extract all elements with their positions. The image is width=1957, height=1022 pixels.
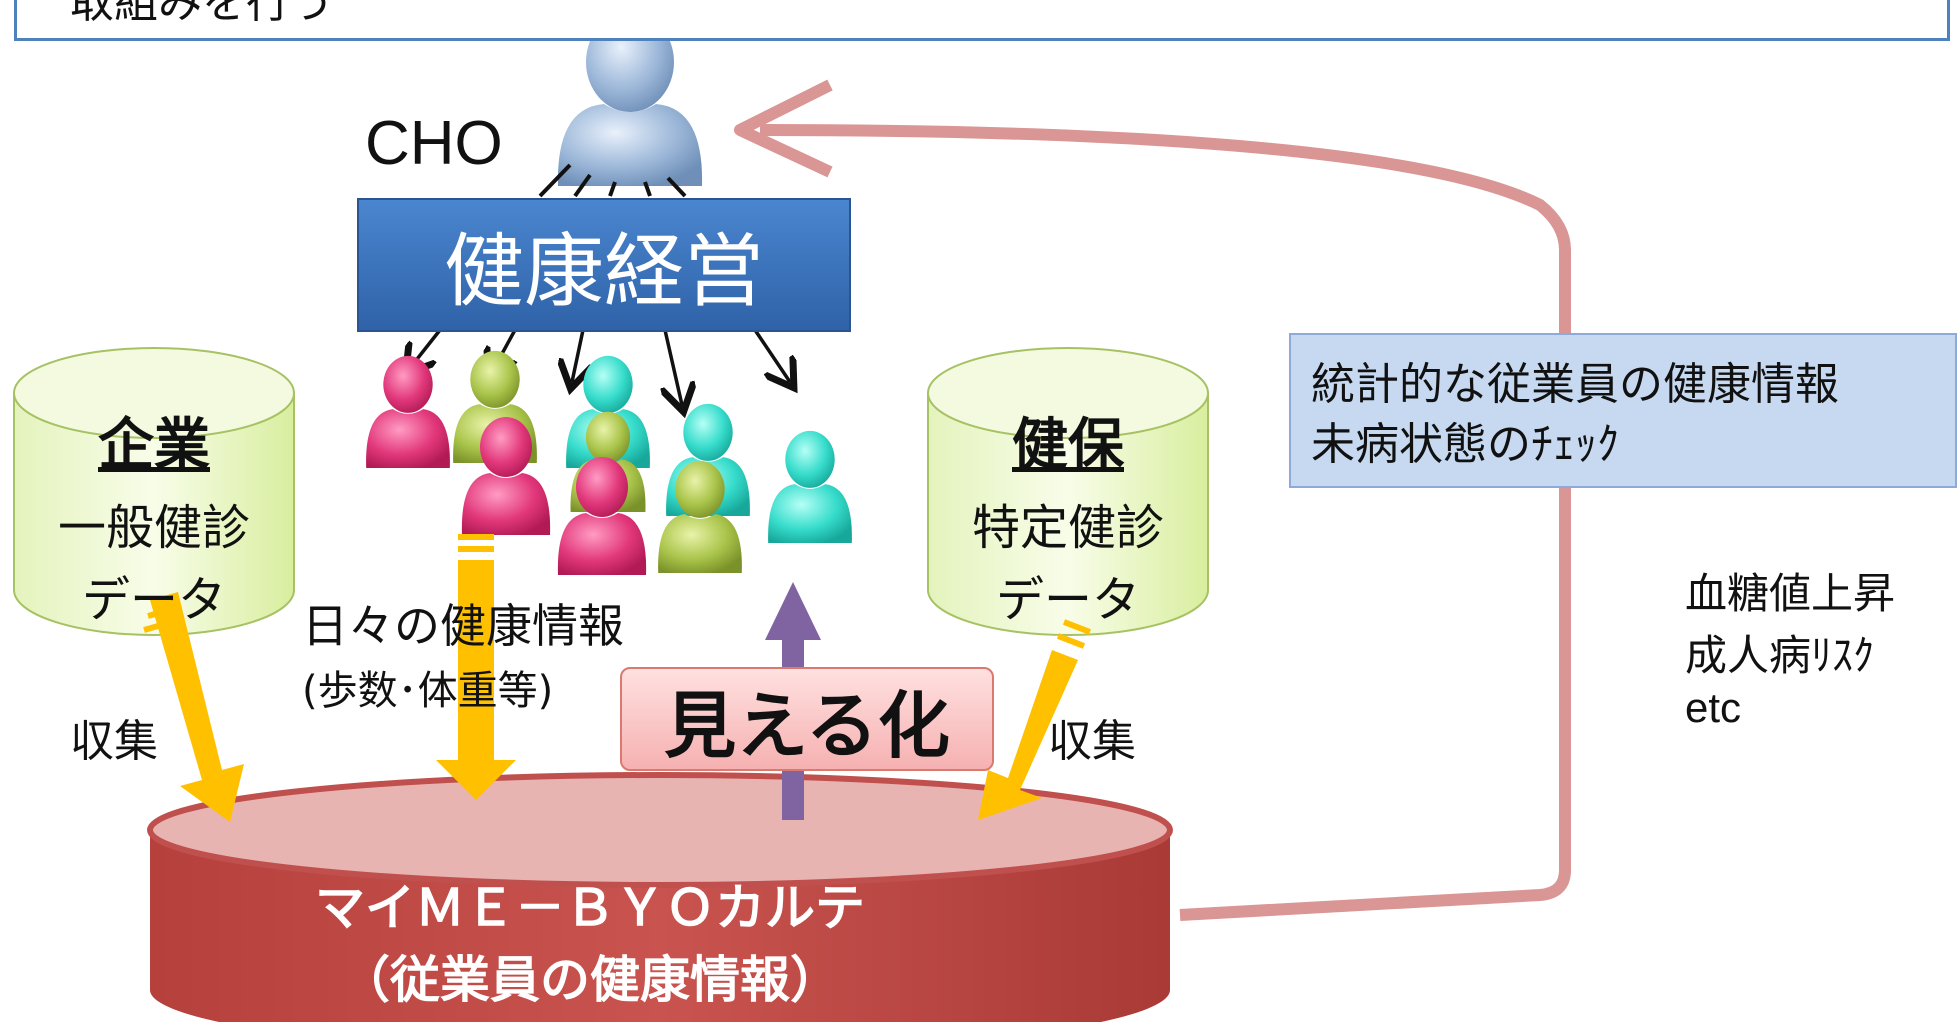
risk-item: 血糖値上昇 [1685,569,1896,618]
insurance-data-cylinder [927,347,1209,636]
cho-label: CHO [365,109,503,178]
visualize-box: 見える化 [620,667,994,771]
company-title: 企業 [98,413,210,478]
collect-right-label: 収集 [1048,716,1136,767]
health-management-label: 健康経営 [444,225,764,318]
risk-item: etc [1685,684,1742,731]
daily-info-line2: (歩数･体重等) [302,668,554,714]
collect-arrow-center [436,534,516,800]
visualize-label: 見える化 [664,683,950,768]
feedback-arrowhead [734,79,833,178]
health-management-box: 健康経営 [357,198,851,332]
collect-left-label: 収集 [70,716,158,767]
insurance-line2: データ [995,572,1140,628]
employee-crowd [366,350,852,575]
collect-arrow-left [143,592,244,822]
stats-box: 統計的な従業員の健康情報 未病状態のﾁｪｯｸ [1289,333,1957,488]
insurance-line1: 特定健診 [971,500,1164,556]
top-banner-text: 取組みを行う [70,0,334,28]
collect-arrow-right [978,619,1092,820]
database-line2: （従業員の健康情報） [340,951,840,1009]
company-line1: 一般健診 [57,500,250,556]
top-banner-box [14,0,1950,41]
stats-line1: 統計的な従業員の健康情報 [1311,359,1839,410]
company-data-cylinder [13,347,295,636]
feedback-loop-arrow [759,124,1571,921]
daily-info-line1: 日々の健康情報 [302,599,624,653]
database-cylinder [147,772,1173,1022]
database-line1: マイＭＥ－ＢＹＯカルテ [315,879,865,937]
stats-line2: 未病状態のﾁｪｯｸ [1311,419,1619,470]
cho-rays [538,163,687,198]
insurance-title: 健保 [1012,413,1124,478]
company-line2: データ [81,572,226,628]
risk-item: 成人病ﾘｽｸ [1685,631,1875,680]
